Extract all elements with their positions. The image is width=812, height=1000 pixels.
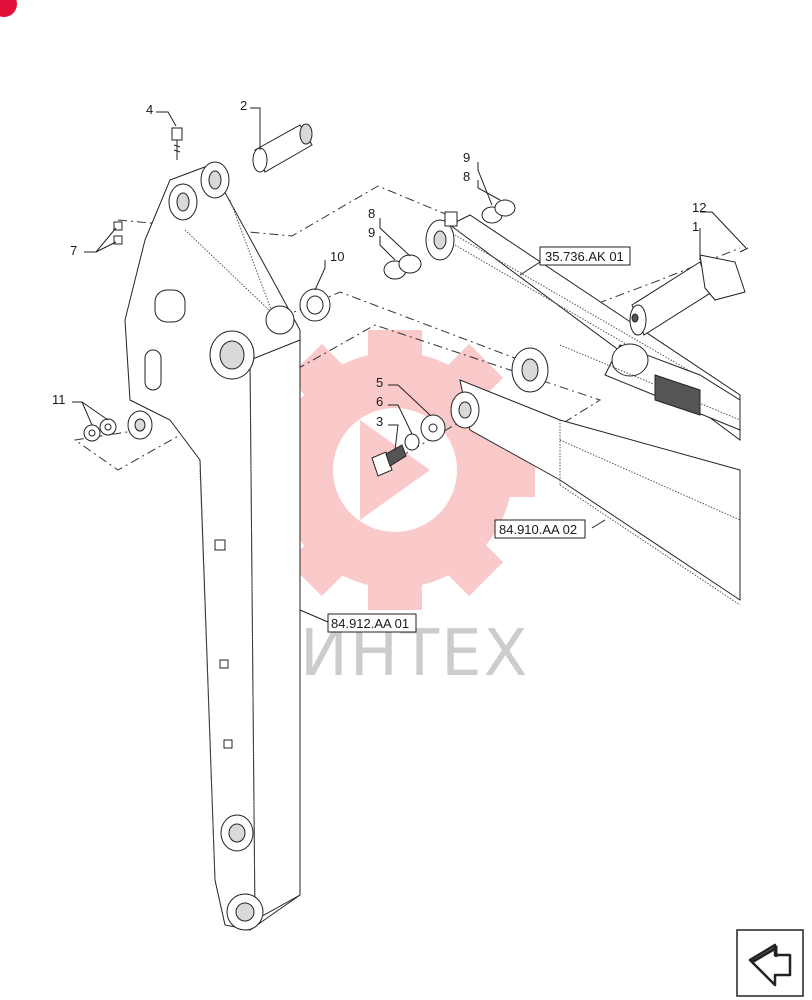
reference-arm[interactable]: 84.912.AA 01	[327, 613, 417, 633]
callout-10: 10	[330, 249, 344, 264]
callout-leaders	[72, 107, 747, 623]
washer-set-upper	[383, 199, 516, 280]
callout-5: 5	[376, 375, 383, 390]
reference-arm-text: 84.912.AA 01	[331, 616, 409, 631]
callout-8-upper: 8	[463, 169, 470, 184]
reference-boom-text: 84.910.AA 02	[499, 522, 577, 537]
washer-part-10	[299, 288, 331, 322]
pin-part-2	[252, 123, 313, 173]
reference-cylinder[interactable]: 35.736.AK 01	[539, 246, 631, 266]
callout-9-upper: 9	[463, 150, 470, 165]
washer-set-11	[83, 418, 117, 442]
callout-6: 6	[376, 394, 383, 409]
cotter-pin-part-12	[739, 247, 749, 253]
dipper-arm	[124, 161, 301, 931]
bolt-part-4	[171, 127, 183, 160]
corner-badge-icon	[0, 0, 17, 17]
callout-12: 12	[692, 200, 706, 215]
callout-8-lower: 8	[368, 206, 375, 221]
callout-9-lower: 9	[368, 225, 375, 240]
callout-3: 3	[376, 414, 383, 429]
callout-4: 4	[146, 102, 153, 117]
hydraulic-cylinder	[425, 211, 741, 441]
reference-boom[interactable]: 84.910.AA 02	[494, 519, 586, 539]
callout-1: 1	[692, 219, 699, 234]
callout-11: 11	[52, 392, 66, 407]
nut-part-7	[113, 221, 123, 245]
reference-cylinder-text: 35.736.AK 01	[545, 249, 624, 264]
boom-structure	[450, 347, 741, 606]
pin-part-1	[629, 254, 746, 336]
washer-set-5-6	[404, 414, 446, 451]
callout-7: 7	[70, 243, 77, 258]
callout-2: 2	[240, 98, 247, 113]
bolt-part-3	[371, 444, 407, 477]
forward-arrow-icon[interactable]	[736, 929, 804, 997]
